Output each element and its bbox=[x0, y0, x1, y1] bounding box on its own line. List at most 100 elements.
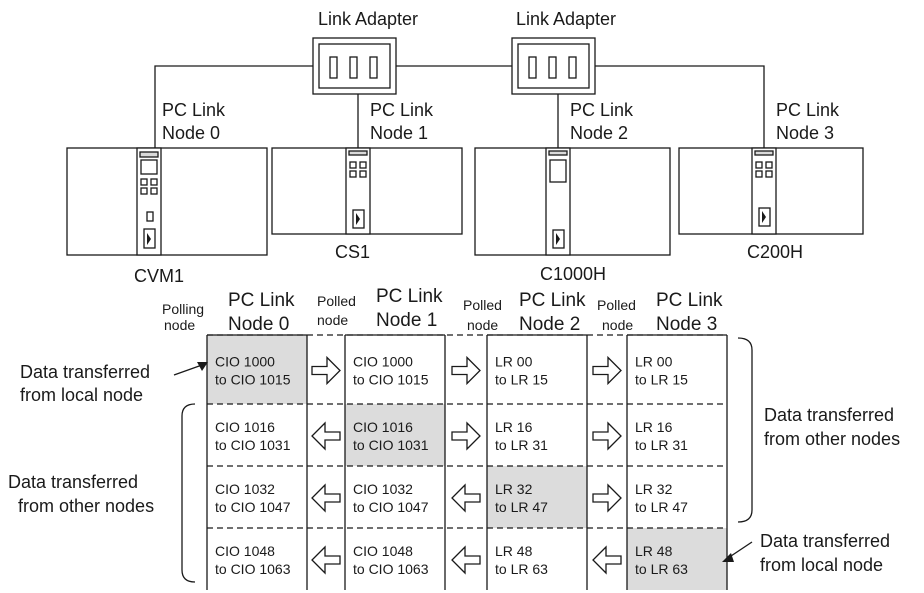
cell-text-line1: LR 32 bbox=[495, 481, 533, 497]
arrow-right-icon bbox=[592, 355, 622, 386]
arrow-left-icon bbox=[311, 483, 341, 513]
col0-role-line2: node bbox=[164, 317, 195, 333]
col0-role-line1: Polling bbox=[162, 301, 204, 317]
cable-node0 bbox=[154, 65, 319, 148]
arrow-right-icon bbox=[451, 421, 481, 451]
cell-text-line1: CIO 1048 bbox=[215, 543, 275, 559]
cell-background bbox=[627, 404, 727, 466]
cell-text-line1: LR 16 bbox=[635, 419, 673, 435]
node1-link-label: PC Link bbox=[370, 100, 434, 120]
cell-text-line2: to LR 15 bbox=[495, 372, 548, 388]
cell-background bbox=[345, 404, 445, 466]
cpu-module-icon bbox=[345, 147, 371, 235]
col1-header-line2: Node 1 bbox=[376, 310, 437, 331]
cell-background bbox=[207, 466, 307, 528]
adapter-label: Link Adapter bbox=[318, 9, 418, 29]
node3-number-label: Node 3 bbox=[776, 123, 834, 143]
cell-text-line2: to CIO 1031 bbox=[353, 437, 429, 453]
link-adapter-icon bbox=[312, 37, 397, 95]
cell-text-line1: LR 48 bbox=[495, 543, 533, 559]
cell-text-line1: CIO 1016 bbox=[215, 419, 275, 435]
cell-background bbox=[627, 335, 727, 404]
node2-number-label: Node 2 bbox=[570, 123, 628, 143]
col0-header-line2: Node 0 bbox=[228, 314, 289, 335]
cell-text-line1: LR 48 bbox=[635, 543, 673, 559]
arrow-left-icon bbox=[451, 545, 481, 575]
cell-text-line1: LR 16 bbox=[495, 419, 533, 435]
col1-header-line1: PC Link bbox=[376, 286, 443, 307]
col1-role-line1: Polled bbox=[317, 293, 356, 309]
node0-number-label: Node 0 bbox=[162, 123, 220, 143]
col1-role-line2: node bbox=[317, 312, 348, 328]
brace-icon bbox=[181, 403, 196, 583]
node0-link-label: PC Link bbox=[162, 100, 226, 120]
plc-c200h bbox=[678, 147, 864, 235]
annotation-other-left-line2: from other nodes bbox=[18, 496, 154, 516]
cell-text-line1: CIO 1048 bbox=[353, 543, 413, 559]
arrow-left-icon bbox=[311, 545, 341, 575]
cell-text-line1: LR 00 bbox=[495, 354, 533, 370]
cable-node3 bbox=[577, 65, 765, 148]
annotation-local-bottom-line2: from local node bbox=[760, 555, 883, 575]
col0-header-line1: PC Link bbox=[228, 290, 295, 311]
cell-text-line1: CIO 1032 bbox=[353, 481, 413, 497]
node2-link-label: PC Link bbox=[570, 100, 634, 120]
leader-line bbox=[727, 541, 753, 559]
cell-text-line2: to CIO 1015 bbox=[353, 372, 429, 388]
plc-c1000h bbox=[474, 147, 671, 256]
arrowhead-icon bbox=[197, 362, 208, 371]
plc-name-cvm1: CVM1 bbox=[134, 266, 184, 286]
cell-background bbox=[345, 466, 445, 528]
plc-cvm1 bbox=[66, 147, 268, 256]
arrow-left-icon bbox=[451, 483, 481, 513]
link-adapter-2: Link Adapter bbox=[511, 9, 616, 95]
cell-text-line2: to CIO 1063 bbox=[353, 561, 429, 577]
cell-text-line1: CIO 1016 bbox=[353, 419, 413, 435]
cell-text-line1: LR 32 bbox=[635, 481, 673, 497]
cell-text-line2: to LR 47 bbox=[635, 499, 688, 515]
adapter-label: Link Adapter bbox=[516, 9, 616, 29]
col3-header-line1: PC Link bbox=[656, 290, 723, 311]
annotation-local-bottom: Data transferred from local node bbox=[722, 531, 890, 575]
arrow-right-icon bbox=[311, 355, 341, 386]
arrowhead-icon bbox=[722, 553, 734, 562]
cell-background bbox=[207, 404, 307, 466]
cpu-module-icon bbox=[751, 147, 777, 235]
cell-text-line2: to LR 15 bbox=[635, 372, 688, 388]
cell-background bbox=[207, 528, 307, 590]
cell-background bbox=[487, 335, 587, 404]
cpu-module-icon bbox=[136, 147, 162, 256]
annotation-local-top: Data transferred from local node bbox=[20, 362, 208, 405]
cell-text-line1: CIO 1032 bbox=[215, 481, 275, 497]
annotation-other-left: Data transferred from other nodes bbox=[8, 403, 196, 583]
col3-header-line2: Node 3 bbox=[656, 314, 717, 335]
cell-text-line2: to CIO 1015 bbox=[215, 372, 291, 388]
cell-text-line2: to CIO 1047 bbox=[353, 499, 429, 515]
col2-role-line2: node bbox=[467, 317, 498, 333]
cell-background bbox=[345, 528, 445, 590]
network-cabling bbox=[154, 65, 765, 148]
cell-text-line1: CIO 1000 bbox=[215, 354, 275, 370]
plc-name-c1000h: C1000H bbox=[540, 264, 606, 284]
cell-background bbox=[627, 466, 727, 528]
cell-text-line2: to CIO 1063 bbox=[215, 561, 291, 577]
cell-background bbox=[207, 335, 307, 404]
cell-text-line2: to LR 63 bbox=[635, 561, 688, 577]
col3-role-line1: Polled bbox=[597, 297, 636, 313]
cell-text-line2: to CIO 1031 bbox=[215, 437, 291, 453]
cell-text-line1: CIO 1000 bbox=[353, 354, 413, 370]
plc-unit-icon bbox=[678, 147, 864, 235]
plc-name-cs1: CS1 bbox=[335, 242, 370, 262]
cell-text-line2: to LR 47 bbox=[495, 499, 548, 515]
plc-unit-icon bbox=[474, 147, 671, 256]
plc-cs1 bbox=[271, 147, 463, 235]
cell-background bbox=[345, 335, 445, 404]
cell-text-line2: to CIO 1047 bbox=[215, 499, 291, 515]
cell-background bbox=[487, 528, 587, 590]
cell-text-line2: to LR 31 bbox=[495, 437, 548, 453]
cpu-module-icon bbox=[545, 147, 571, 256]
brace-icon bbox=[737, 337, 753, 523]
